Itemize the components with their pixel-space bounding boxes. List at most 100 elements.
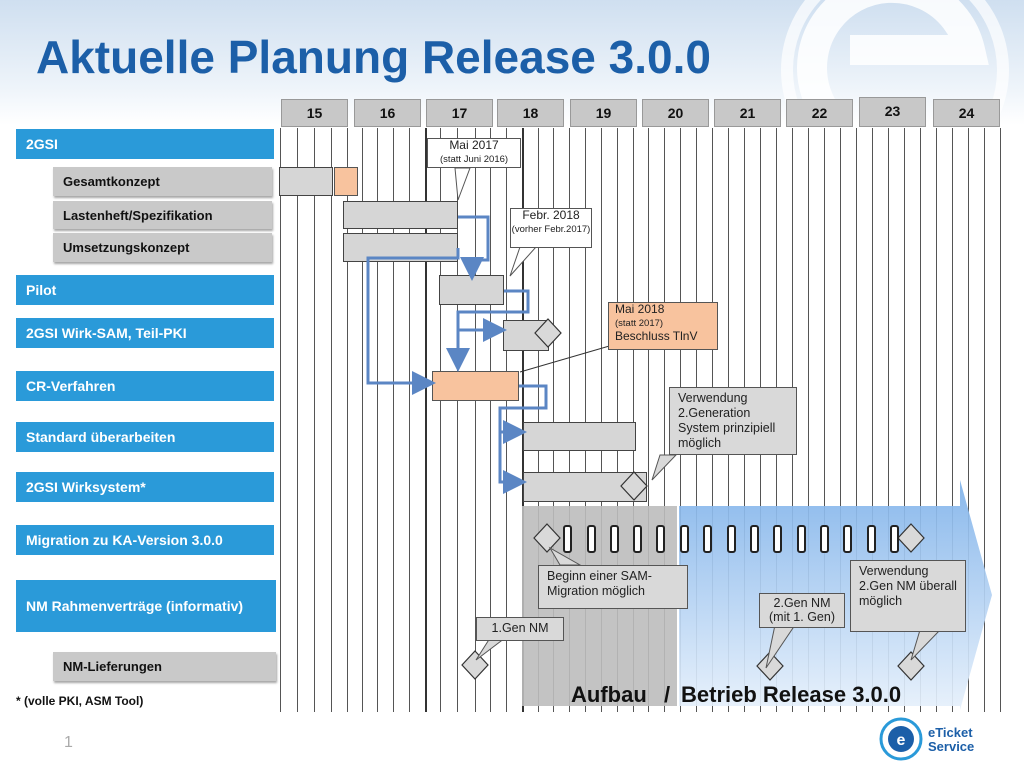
grid-line — [331, 128, 332, 712]
grid-line — [538, 128, 539, 712]
grid-line — [664, 128, 665, 712]
grid-line — [409, 128, 410, 712]
row-standard: Standard überarbeiten — [16, 422, 274, 452]
grid-line — [856, 128, 857, 712]
quarter-17: 17 — [426, 99, 493, 127]
quarter-22: 22 — [786, 99, 853, 127]
callout-mai-2017: Mai 2017 (statt Juni 2016) — [427, 138, 521, 168]
migration-tick — [867, 525, 876, 553]
row-lastenheft: Lastenheft/Spezifikation — [53, 201, 272, 229]
callout-verwendung-2gen: Verwendung 2.Generation System prinzipie… — [669, 387, 797, 455]
grid-line — [314, 128, 315, 712]
svg-text:e: e — [897, 732, 906, 749]
betrieb-label: Betrieb Release 3.0.0 — [681, 682, 902, 707]
migration-tick — [890, 525, 899, 553]
grid-line — [648, 128, 649, 712]
row-nm-rahmen: NM Rahmenverträge (informativ) — [16, 580, 276, 632]
grid-line — [585, 128, 586, 712]
row-2gsi: 2GSI — [16, 129, 274, 159]
grid-line — [362, 128, 363, 712]
row-wirksystem: 2GSI Wirksystem* — [16, 472, 274, 502]
row-umsetzungskonzept: Umsetzungskonzept — [53, 233, 272, 262]
callout-mai-2018-main: Mai 2018 — [615, 302, 665, 316]
grid-line — [936, 128, 937, 712]
row-wirksam: 2GSI Wirk-SAM, Teil-PKI — [16, 318, 274, 348]
grid-line — [904, 128, 905, 712]
grid-line — [808, 128, 809, 712]
migration-tick — [563, 525, 572, 553]
grid-line — [601, 128, 602, 712]
callout-mai-2017-main: Mai 2017 — [449, 138, 499, 152]
grid-line — [553, 128, 554, 712]
migration-tick — [727, 525, 736, 553]
grid-line — [280, 128, 281, 712]
grid-line — [984, 128, 985, 712]
grid-line — [440, 128, 441, 712]
callout-1gen-nm: 1.Gen NM — [476, 617, 564, 641]
aufbau-label: Aufbau — [571, 682, 647, 707]
callout-mai-2018-sub: (statt 2017) — [615, 318, 664, 329]
row-nm-lieferungen: NM-Lieferungen — [53, 652, 276, 681]
bar-standard — [523, 422, 636, 451]
callout-febr-2018-sub: (vorher Febr.2017) — [511, 224, 591, 235]
grid-line — [840, 128, 841, 712]
grid-line — [968, 128, 969, 712]
eticket-logo-text: eTicket Service — [928, 726, 974, 754]
migration-tick — [843, 525, 852, 553]
grid-line — [457, 128, 458, 712]
grid-line — [824, 128, 825, 712]
grid-line — [872, 128, 873, 712]
grid-line — [888, 128, 889, 712]
bar-gesamtkonzept-extension — [334, 167, 358, 196]
quarter-20: 20 — [642, 99, 709, 127]
grid-line — [475, 128, 476, 712]
migration-tick — [656, 525, 665, 553]
migration-tick — [820, 525, 829, 553]
bar-cr-verfahren — [432, 371, 519, 401]
page-title: Aktuelle Planung Release 3.0.0 — [36, 31, 711, 83]
migration-tick — [633, 525, 642, 553]
migration-tick — [797, 525, 806, 553]
row-migration: Migration zu KA-Version 3.0.0 — [16, 525, 274, 555]
callout-febr-2018: Febr. 2018 (vorher Febr.2017) — [510, 208, 592, 248]
migration-tick — [703, 525, 712, 553]
callout-febr-2018-main: Febr. 2018 — [522, 208, 580, 222]
grid-line — [393, 128, 394, 712]
quarter-24: 24 — [933, 99, 1000, 127]
grid-line — [297, 128, 298, 712]
row-gesamtkonzept: Gesamtkonzept — [53, 167, 272, 196]
grid-line — [617, 128, 618, 712]
quarter-23: 23 — [859, 97, 926, 127]
grid-line — [569, 128, 570, 712]
bar-lastenheft — [343, 201, 458, 229]
grid-line — [633, 128, 634, 712]
grid-line — [490, 128, 491, 712]
eticket-logo-line2: Service — [928, 739, 975, 754]
quarter-15: 15 — [281, 99, 348, 127]
page-number: 1 — [64, 734, 73, 751]
callout-mai-2018-extra: Beschluss TlnV — [615, 329, 698, 343]
grid-line — [425, 128, 427, 712]
migration-tick — [610, 525, 619, 553]
quarter-21: 21 — [714, 99, 781, 127]
eticket-logo-line1: eTicket — [928, 725, 973, 740]
grid-line — [920, 128, 921, 712]
quarter-19: 19 — [570, 99, 637, 127]
callout-2gen-nm: 2.Gen NM (mit 1. Gen) — [759, 593, 845, 628]
grid-line — [952, 128, 953, 712]
label-separator: / — [664, 682, 671, 707]
row-pilot: Pilot — [16, 275, 274, 305]
grid-line — [1000, 128, 1001, 712]
migration-tick — [773, 525, 782, 553]
migration-tick — [587, 525, 596, 553]
callout-beginn-sam: Beginn einer SAM-Migration möglich — [538, 565, 688, 609]
row-cr-verfahren: CR-Verfahren — [16, 371, 274, 401]
callout-mai-2018: Mai 2018 (statt 2017) Beschluss TlnV — [608, 302, 718, 350]
grid-line — [377, 128, 378, 712]
footnote: * (volle PKI, ASM Tool) — [16, 694, 144, 708]
bar-gesamtkonzept — [279, 167, 333, 196]
logo-e-watermark — [781, 0, 1009, 184]
grid-line — [347, 128, 348, 712]
quarter-18: 18 — [497, 99, 564, 127]
